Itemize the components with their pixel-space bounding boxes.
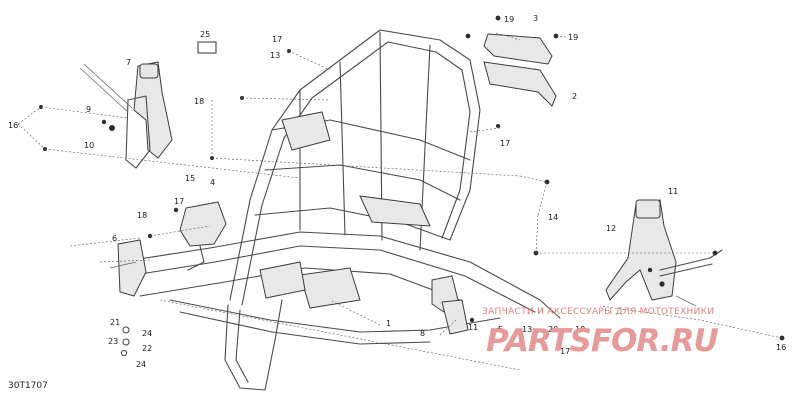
callout-24: 24 <box>136 360 146 369</box>
callout-10: 10 <box>84 141 94 150</box>
callout-19: 19 <box>568 33 578 42</box>
callout-18: 18 <box>194 97 204 106</box>
callout-7: 7 <box>126 58 131 67</box>
callout-1: 1 <box>386 319 391 328</box>
callout-22: 22 <box>142 344 152 353</box>
callout-23: 23 <box>108 337 118 346</box>
callout-3: 3 <box>533 14 538 23</box>
callout-9: 9 <box>86 105 91 114</box>
callout-13: 13 <box>270 51 280 60</box>
callout-16: 16 <box>8 121 18 130</box>
callout-14: 14 <box>548 213 558 222</box>
callout-5: 5 <box>498 325 503 334</box>
callout-11: 11 <box>668 187 678 196</box>
callout-12: 12 <box>606 224 616 233</box>
callout-17: 17 <box>560 347 570 356</box>
right-rear-bracket <box>605 199 723 307</box>
part-25-label-box <box>197 41 217 54</box>
upper-right-bracket <box>465 15 559 107</box>
callout-20: 20 <box>548 325 558 334</box>
watermark-logo: PARTSFOR.RU <box>486 323 719 359</box>
callout-19: 19 <box>504 15 514 24</box>
callout-25: 25 <box>200 30 210 39</box>
callout-8: 8 <box>420 329 425 338</box>
front-left-mount <box>147 201 227 271</box>
callout-17: 17 <box>500 139 510 148</box>
callout-16: 16 <box>776 343 786 352</box>
callout-13: 13 <box>522 325 532 334</box>
left-lower-support <box>109 239 147 297</box>
lower-right-mounts <box>431 275 501 335</box>
callout-24: 24 <box>142 329 152 338</box>
callout-15: 15 <box>185 174 195 183</box>
main-frame <box>119 29 561 391</box>
callout-18: 18 <box>137 211 147 220</box>
leader-lines <box>17 32 783 371</box>
left-bracket-assembly <box>79 61 173 169</box>
watermark-tagline: ЗАПЧАСТИ И АКСЕССУАРЫ ДЛЯ МОТОТЕХНИКИ <box>482 307 715 317</box>
callout-11: 11 <box>468 323 478 332</box>
callout-21: 21 <box>110 318 120 327</box>
callout-17: 17 <box>272 35 282 44</box>
figure-reference-code: 30T1707 <box>8 381 48 391</box>
bushing-group <box>120 326 130 357</box>
callout-6: 6 <box>112 234 117 243</box>
callout-17: 17 <box>174 197 184 206</box>
callout-numbers: 25 7 9 16 10 18 17 13 19 3 19 2 17 15 4 … <box>8 14 786 369</box>
callout-18: 18 <box>575 325 585 334</box>
callout-4: 4 <box>210 178 215 187</box>
callout-2: 2 <box>572 92 577 101</box>
